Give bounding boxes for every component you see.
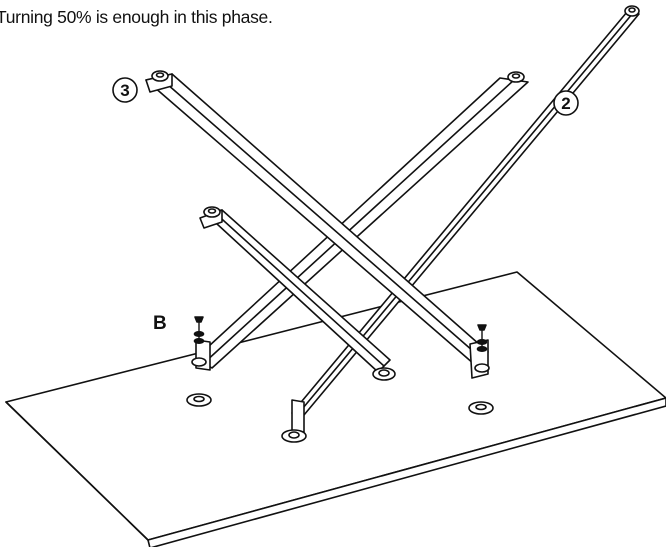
callout-3-number: 3 bbox=[120, 81, 129, 100]
callout-3: 3 bbox=[112, 77, 138, 103]
fixing-screw-right bbox=[474, 324, 490, 373]
callout-2: 2 bbox=[553, 90, 579, 116]
instruction-text: Turning 50% is enough in this phase. bbox=[0, 7, 273, 27]
fixing-screw-b-left bbox=[191, 316, 207, 367]
table-leg-4 bbox=[199, 206, 396, 381]
foot-pad-left bbox=[186, 393, 212, 407]
label-b: B bbox=[153, 313, 167, 334]
callout-2-number: 2 bbox=[561, 94, 570, 113]
foot-pad-right bbox=[468, 401, 494, 415]
table-leg-2 bbox=[195, 71, 529, 371]
table-leg-1 bbox=[281, 5, 640, 443]
table-top-board bbox=[5, 271, 666, 547]
